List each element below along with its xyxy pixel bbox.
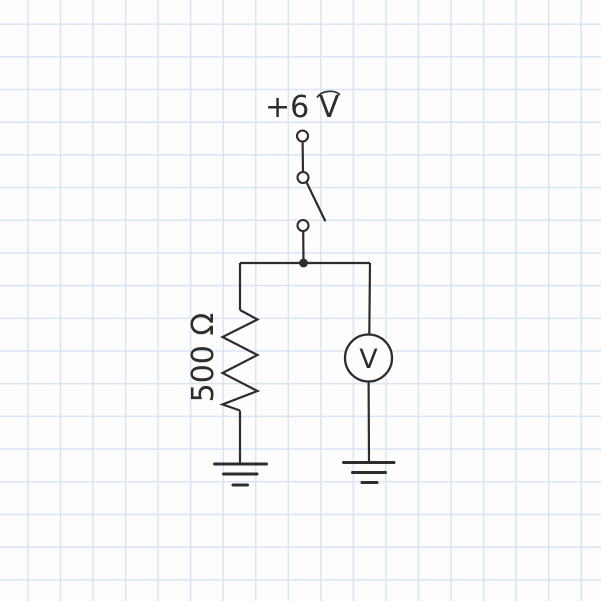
voltmeter-branch: V <box>343 262 394 462</box>
supply-voltage-label: +6 V <box>265 90 340 125</box>
voltmeter-body-icon <box>343 333 394 383</box>
switch-pivot-terminal-icon <box>296 170 310 185</box>
resistor-value-label: 500 Ω <box>186 313 221 403</box>
switch-terminal-top-icon <box>295 129 310 143</box>
resistor-zigzag-icon <box>219 309 261 412</box>
switch-terminal-bottom-icon <box>296 218 310 233</box>
ground-right-icon <box>342 461 396 484</box>
switch-lever <box>305 181 327 222</box>
voltmeter-label: V <box>359 344 378 375</box>
voltmeter-top-lead <box>368 262 372 335</box>
resistor-branch: 500 Ω <box>186 263 261 463</box>
ground-left-icon <box>213 462 268 487</box>
open-switch <box>295 129 327 233</box>
v-flourish-stroke <box>316 90 341 98</box>
